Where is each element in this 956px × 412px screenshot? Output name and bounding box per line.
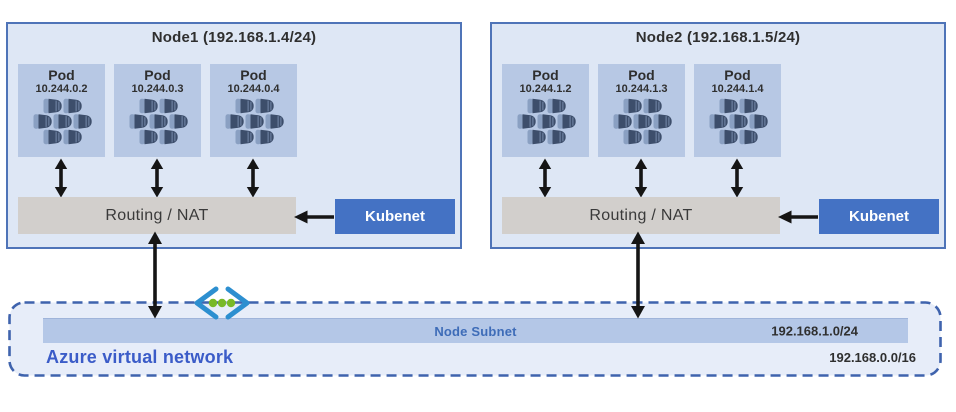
double-arrow-icon xyxy=(630,231,646,319)
pod-label: Pod xyxy=(48,67,75,83)
pod-ip: 10.244.1.3 xyxy=(615,83,668,95)
pod-label: Pod xyxy=(628,67,655,83)
vnet-label: Azure virtual network xyxy=(46,347,234,367)
node1-title: Node1 (192.168.1.4/24) xyxy=(151,29,317,46)
routing-nat-label: Routing / NAT xyxy=(105,206,209,224)
pod-ip: 10.244.1.4 xyxy=(711,83,764,95)
node1-routing-nat-bar: Routing / NAT xyxy=(18,197,296,234)
double-arrow-icon xyxy=(729,158,745,198)
node-subnet-label: Node Subnet xyxy=(434,323,517,339)
left-arrow-icon xyxy=(777,209,819,225)
double-arrow-icon xyxy=(149,158,165,198)
pod-ip: 10.244.0.3 xyxy=(131,83,184,95)
double-arrow-icon xyxy=(537,158,553,198)
pod-label: Pod xyxy=(240,67,267,83)
double-arrow-icon xyxy=(245,158,261,198)
node-subnet-bar: Node Subnet 192.168.1.0/24 xyxy=(43,318,908,343)
node-subnet-cidr: 192.168.1.0/24 xyxy=(771,323,858,339)
containers-cluster-icon xyxy=(224,98,284,146)
node1-pod1-box: Pod 10.244.0.2 xyxy=(18,64,105,157)
node2-box: Node2 (192.168.1.5/24) Pod 10.244.1.2 Po… xyxy=(490,22,946,249)
double-arrow-icon xyxy=(147,231,163,319)
containers-cluster-icon xyxy=(708,98,768,146)
node2-title: Node2 (192.168.1.5/24) xyxy=(635,29,801,46)
vnet-peering-icon xyxy=(194,286,250,320)
node1-kubenet-box: Kubenet xyxy=(335,199,455,234)
vnet-cidr: 192.168.0.0/16 xyxy=(829,350,916,365)
double-arrow-icon xyxy=(633,158,649,198)
pod-label: Pod xyxy=(532,67,559,83)
containers-cluster-icon xyxy=(612,98,672,146)
node1-pod3-box: Pod 10.244.0.4 xyxy=(210,64,297,157)
containers-cluster-icon xyxy=(128,98,188,146)
left-arrow-icon xyxy=(293,209,335,225)
node2-pod3-box: Pod 10.244.1.4 xyxy=(694,64,781,157)
containers-cluster-icon xyxy=(32,98,92,146)
pod-ip: 10.244.0.4 xyxy=(227,83,280,95)
routing-nat-label: Routing / NAT xyxy=(589,206,693,224)
node2-pod1-box: Pod 10.244.1.2 xyxy=(502,64,589,157)
node2-routing-nat-bar: Routing / NAT xyxy=(502,197,780,234)
kubenet-label: Kubenet xyxy=(849,208,909,225)
node2-kubenet-box: Kubenet xyxy=(819,199,939,234)
node1-box: Node1 (192.168.1.4/24) Pod 10.244.0.2 Po… xyxy=(6,22,462,249)
kubenet-label: Kubenet xyxy=(365,208,425,225)
containers-cluster-icon xyxy=(516,98,576,146)
pod-label: Pod xyxy=(724,67,751,83)
pod-ip: 10.244.0.2 xyxy=(35,83,88,95)
pod-ip: 10.244.1.2 xyxy=(519,83,572,95)
node1-pod2-box: Pod 10.244.0.3 xyxy=(114,64,201,157)
double-arrow-icon xyxy=(53,158,69,198)
pod-label: Pod xyxy=(144,67,171,83)
node2-pod2-box: Pod 10.244.1.3 xyxy=(598,64,685,157)
